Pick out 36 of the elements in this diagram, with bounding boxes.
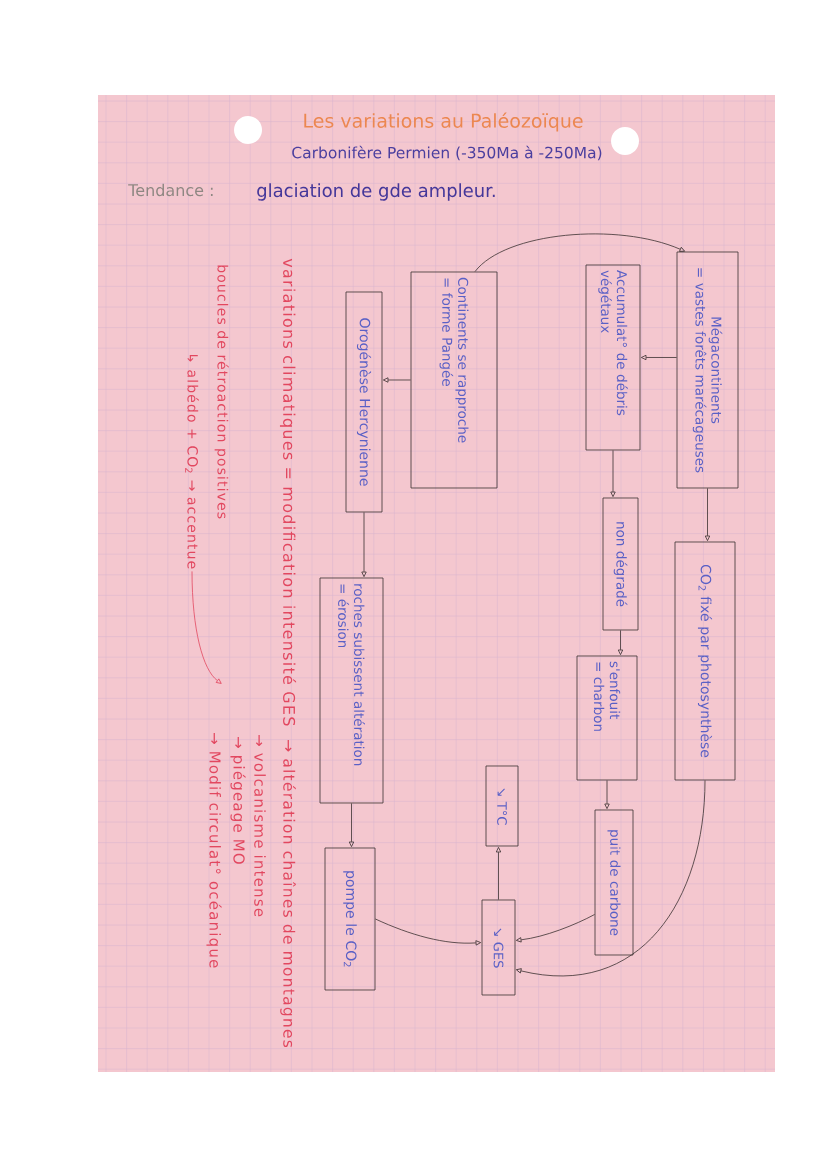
title: Les variations au Paléozoïque (304, 112, 583, 132)
arrow (474, 233, 686, 272)
process-box: Orogénèse Hercynienne (345, 291, 383, 513)
label-text: Tendance : (128, 183, 213, 197)
process-box: puit de carbone (594, 809, 634, 956)
arrow (640, 354, 677, 361)
list-item: → piégeage MO (230, 737, 246, 864)
arrow (610, 450, 616, 498)
arrow (515, 780, 706, 976)
process-box: Accumulat° de débris végétaux (585, 264, 641, 451)
process-box: ↘ GES (481, 899, 516, 996)
process-box: non dégradé (602, 497, 639, 631)
process-box: Continents se rapproche = forme Pangée (410, 271, 498, 489)
process-box: pompe le CO$_{2}$ (324, 847, 376, 991)
process-box: roches subissent altération = érosion (319, 577, 384, 804)
arrow (361, 512, 367, 578)
list-item: → volcanisme intense (254, 735, 266, 917)
note-text: glaciation de gde ampleur. (257, 183, 495, 201)
arrow (382, 377, 411, 383)
arrow (704, 488, 711, 542)
arrow (604, 780, 610, 810)
process-box: CO$_{2}$ fixé par photosynthèse (674, 541, 736, 781)
arrow (495, 846, 502, 900)
arrow (191, 571, 222, 684)
arrow (375, 918, 482, 946)
process-box: Mégacontinents = vastes forêts marécageuses (676, 251, 739, 489)
arrow (348, 803, 355, 848)
process-box: ↘ T°C (485, 765, 519, 847)
note-text: boucles de rétroaction positives ↳ albédo + CO$_{2}$ → accentue (185, 265, 229, 569)
list-item: → Modif circulat° océanique (206, 733, 222, 968)
note-text: variations climatiques = modification intensité GES (279, 258, 297, 726)
subtitle: Carbonifère Permien (-350Ma à -250Ma) (292, 145, 602, 161)
process-box: s'enfouit = charbon (576, 655, 638, 781)
arrow (617, 630, 624, 656)
arrow (515, 914, 595, 943)
list-item: → altération chaînes de montagnes (280, 740, 296, 1048)
